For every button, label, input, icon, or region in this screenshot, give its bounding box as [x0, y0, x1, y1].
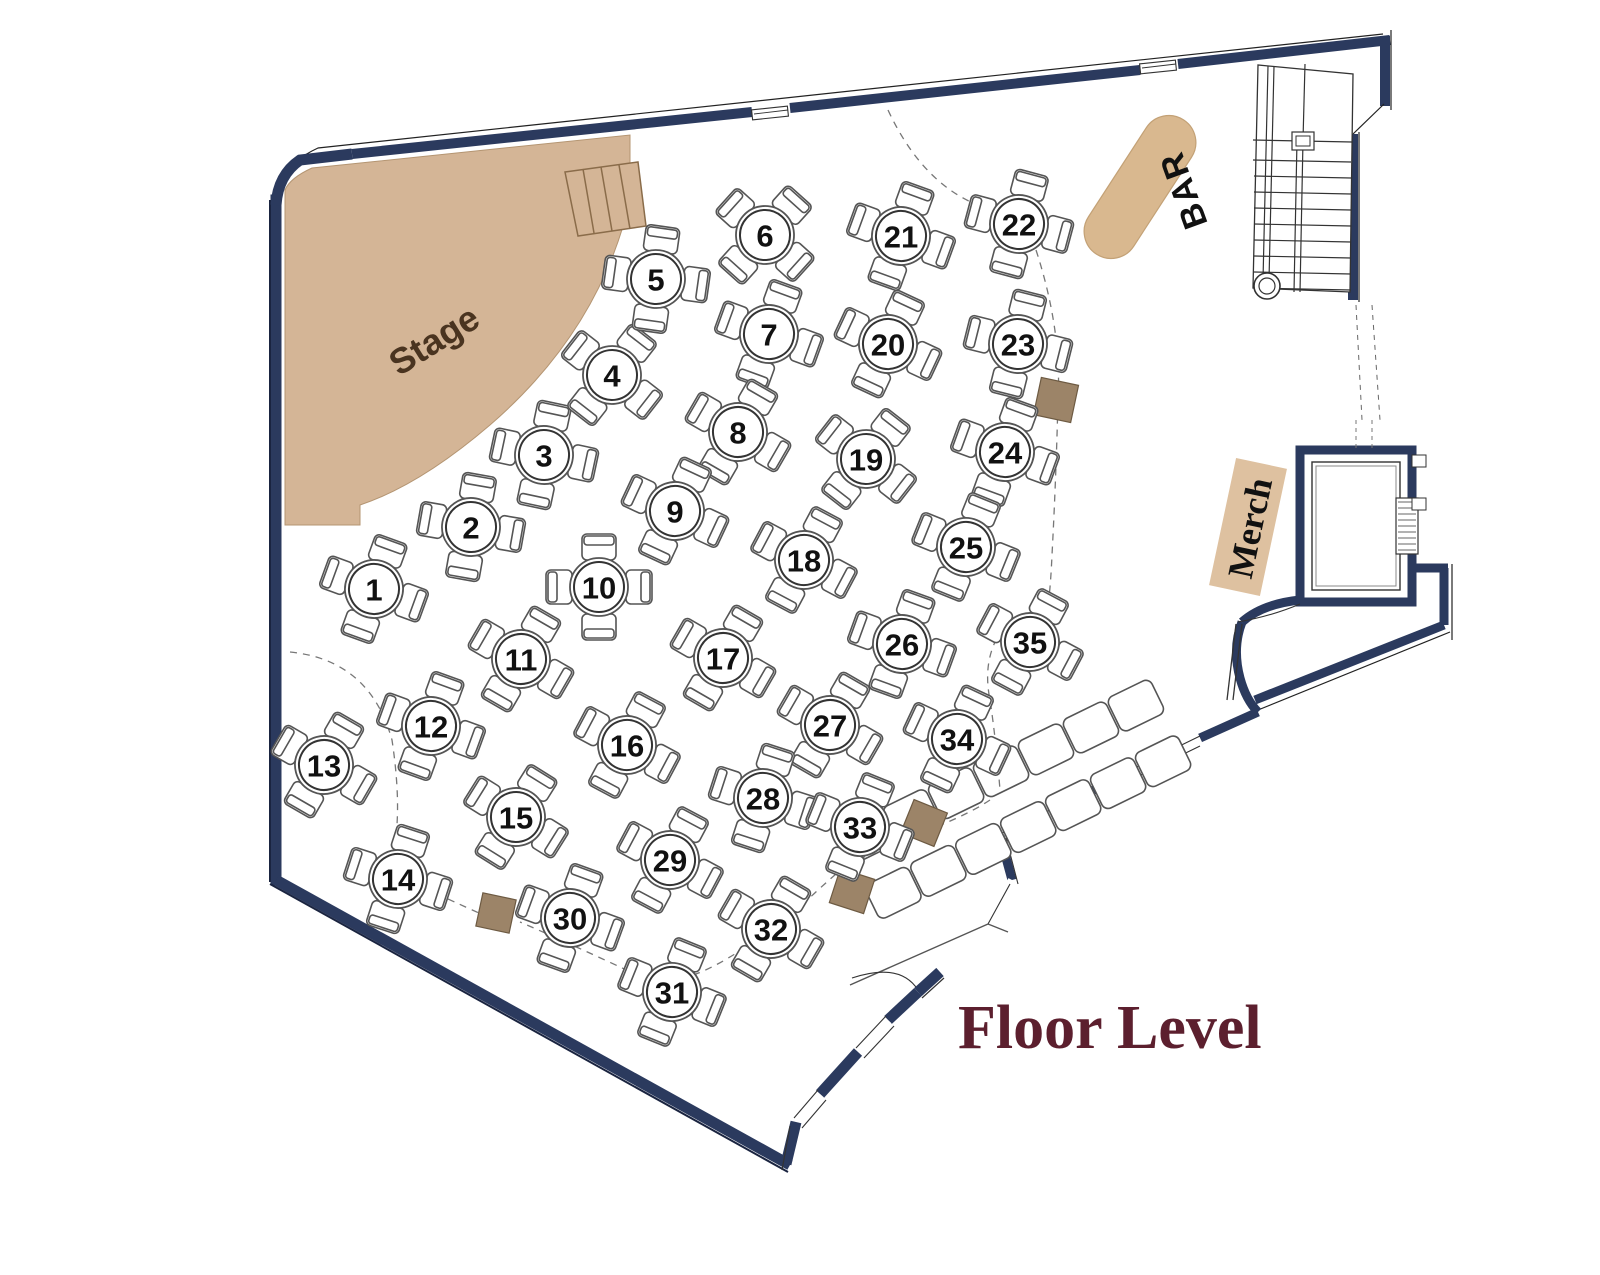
table-19[interactable]: 19 [790, 383, 942, 535]
table-9[interactable]: 9 [603, 439, 747, 583]
table-35[interactable]: 35 [957, 569, 1103, 715]
table-13[interactable]: 13 [250, 691, 398, 839]
table-29[interactable]: 29 [597, 787, 743, 933]
circulation-paths [289, 109, 1060, 983]
table-3[interactable]: 3 [480, 391, 608, 519]
window-top-2 [1138, 59, 1178, 75]
table-30[interactable]: 30 [501, 849, 639, 987]
table-17[interactable]: 17 [649, 584, 797, 732]
table-15[interactable]: 15 [441, 742, 591, 892]
table-18[interactable]: 18 [731, 487, 877, 633]
table-number-label: 10 [582, 571, 616, 606]
table-12[interactable]: 12 [362, 657, 500, 795]
table-number-label: 29 [653, 844, 687, 879]
table-number-label: 33 [843, 811, 877, 846]
stage-area [284, 134, 647, 526]
table-number-label: 13 [307, 749, 341, 784]
props[interactable] [475, 376, 1080, 934]
table-number-label: 15 [499, 801, 533, 836]
table-34[interactable]: 34 [885, 667, 1029, 811]
table-number-label: 31 [655, 976, 689, 1011]
table-number-label: 28 [746, 782, 780, 817]
table-number-label: 2 [462, 511, 479, 546]
table-32[interactable]: 32 [697, 855, 845, 1003]
table-number-label: 27 [813, 709, 847, 744]
table-6[interactable]: 6 [689, 159, 841, 311]
table-7[interactable]: 7 [700, 265, 838, 403]
table-26[interactable]: 26 [833, 575, 971, 713]
table-31[interactable]: 31 [602, 922, 742, 1062]
door-entry [1226, 603, 1301, 701]
table-21[interactable]: 21 [832, 167, 970, 305]
table-14[interactable]: 14 [330, 811, 466, 947]
table-number-label: 34 [940, 723, 975, 758]
table-number-label: 26 [885, 628, 919, 663]
table-33[interactable]: 33 [790, 757, 930, 897]
table-16[interactable]: 16 [554, 672, 700, 818]
table-number-label: 6 [756, 219, 773, 254]
table-number-label: 7 [760, 318, 777, 353]
walls [269, 30, 1453, 1173]
table-number-label: 19 [849, 443, 883, 478]
bar-counter[interactable] [1074, 105, 1206, 269]
table-28[interactable]: 28 [695, 730, 831, 866]
table-number-label: 22 [1002, 208, 1036, 243]
table-number-label: 18 [787, 544, 821, 579]
table-number-label: 20 [871, 328, 905, 363]
table-2[interactable]: 2 [408, 464, 534, 590]
table-11[interactable]: 11 [447, 585, 595, 733]
table-number-label: 35 [1013, 626, 1047, 661]
table-4[interactable]: 4 [536, 299, 688, 451]
table-number-label: 16 [610, 729, 644, 764]
table-number-label: 9 [666, 495, 683, 530]
table-number-label: 1 [365, 573, 382, 608]
staircase [1252, 63, 1354, 300]
table-20[interactable]: 20 [816, 272, 960, 416]
table-24[interactable]: 24 [936, 383, 1074, 521]
table-25[interactable]: 25 [896, 477, 1036, 617]
window-top-1 [750, 105, 790, 121]
table-27[interactable]: 27 [756, 651, 904, 799]
table-number-label: 24 [988, 436, 1023, 471]
table-5[interactable]: 5 [595, 218, 717, 340]
table-number-label: 17 [706, 642, 740, 677]
table-number-label: 4 [603, 359, 621, 394]
table-number-label: 3 [535, 439, 552, 474]
table-number-label: 21 [884, 220, 918, 255]
table-number-label: 30 [553, 902, 587, 937]
table-number-label: 5 [647, 263, 664, 298]
table-22[interactable]: 22 [953, 158, 1085, 290]
table-number-label: 23 [1001, 328, 1035, 363]
table-8[interactable]: 8 [664, 358, 812, 506]
table-number-label: 8 [729, 416, 746, 451]
table-number-label: 12 [414, 710, 448, 745]
table-number-label: 25 [949, 531, 983, 566]
page-title: Floor Level [958, 994, 1262, 1062]
table-23[interactable]: 23 [952, 278, 1084, 410]
table-number-label: 14 [381, 863, 416, 898]
table-number-label: 32 [754, 913, 788, 948]
table-number-label: 11 [505, 643, 538, 678]
table-1[interactable]: 1 [305, 520, 443, 658]
merch-room [1295, 420, 1427, 607]
merch-label-box [1209, 458, 1287, 596]
table-10[interactable]: 10 [545, 533, 653, 641]
door-bottom-right [849, 923, 1009, 991]
